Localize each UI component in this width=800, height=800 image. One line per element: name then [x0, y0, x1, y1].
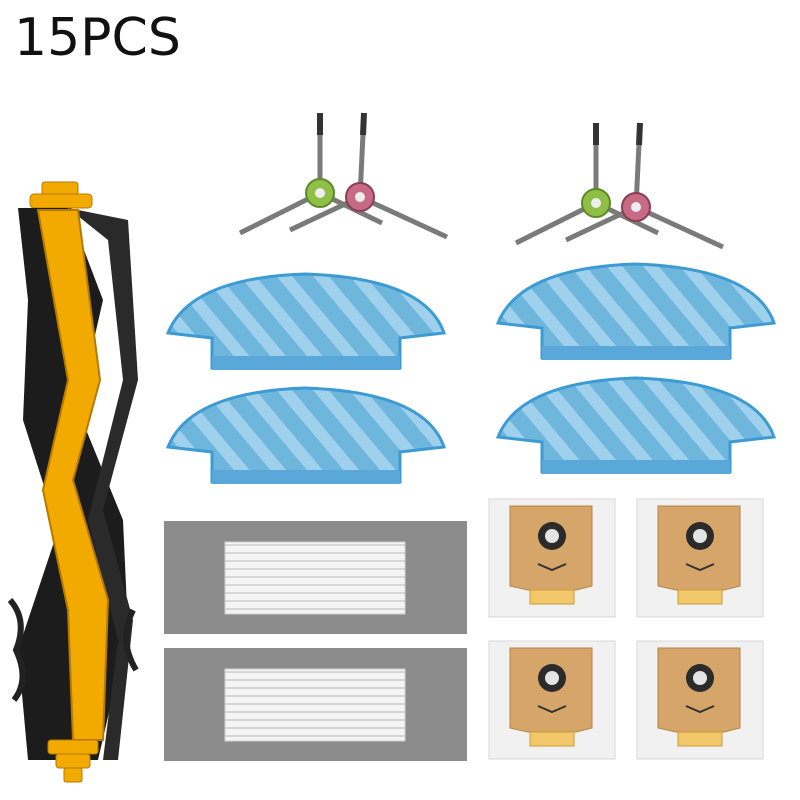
mop-pad: [160, 382, 450, 492]
dust-bag: [488, 498, 616, 618]
side-brush-pair-right: [508, 115, 733, 255]
pack-count-title: 15PCS: [14, 8, 181, 68]
dust-bag: [636, 498, 764, 618]
dust-bag: [488, 640, 616, 760]
side-brush-pair-left: [232, 105, 457, 245]
side-brush-pink: [288, 112, 449, 240]
hepa-filter: [163, 647, 468, 762]
mop-pad: [160, 268, 450, 378]
mop-pad: [490, 258, 780, 368]
mop-pad: [490, 372, 780, 482]
main-roller-brush: [8, 180, 143, 785]
hepa-filter: [163, 520, 468, 635]
dust-bag: [636, 640, 764, 760]
